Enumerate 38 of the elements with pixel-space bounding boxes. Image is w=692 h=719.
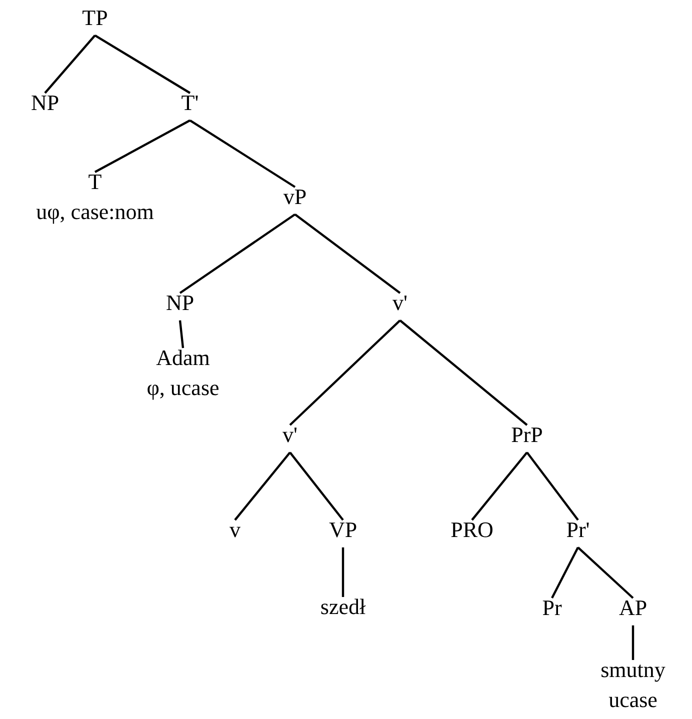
- tree-branch: [289, 320, 401, 426]
- tree-branch: [289, 452, 344, 521]
- node-label: NP: [30, 90, 60, 116]
- node-label: T': [181, 90, 199, 116]
- node-label: Adam: [156, 345, 210, 372]
- node-label: NP: [166, 290, 194, 316]
- node-label: AP: [618, 595, 648, 622]
- tree-branch: [526, 452, 579, 521]
- tree-branch: [399, 320, 528, 426]
- tree-branch: [471, 452, 528, 521]
- node-label: vP: [283, 184, 307, 210]
- tree-branch: [179, 213, 296, 294]
- tree-branch: [94, 119, 191, 173]
- feature-label: uφ, case:nom: [36, 199, 154, 226]
- node-label: VP: [328, 517, 358, 544]
- tree-branch: [178, 320, 184, 348]
- tree-branch: [551, 546, 579, 598]
- tree-branch: [577, 546, 634, 599]
- tree-branch: [189, 119, 296, 188]
- node-label: Pr': [566, 517, 590, 544]
- feature-label: ucase: [608, 687, 658, 714]
- node-label: v': [282, 422, 298, 448]
- tree-branch: [294, 214, 401, 294]
- node-label: szedł: [320, 594, 366, 620]
- node-label: PrP: [511, 422, 543, 448]
- node-label: PRO: [450, 517, 494, 544]
- tree-branch: [94, 34, 191, 94]
- tree-branch: [44, 34, 96, 94]
- node-label: smutny: [600, 657, 666, 684]
- tree-branch: [632, 625, 634, 660]
- tree-branch: [342, 547, 344, 597]
- tree-branch: [234, 452, 291, 521]
- node-label: T: [88, 169, 102, 196]
- node-label: v: [230, 517, 240, 544]
- node-label: TP: [82, 5, 108, 32]
- feature-label: φ, ucase: [146, 375, 220, 402]
- node-label: Pr: [542, 595, 562, 622]
- node-label: v': [392, 290, 408, 316]
